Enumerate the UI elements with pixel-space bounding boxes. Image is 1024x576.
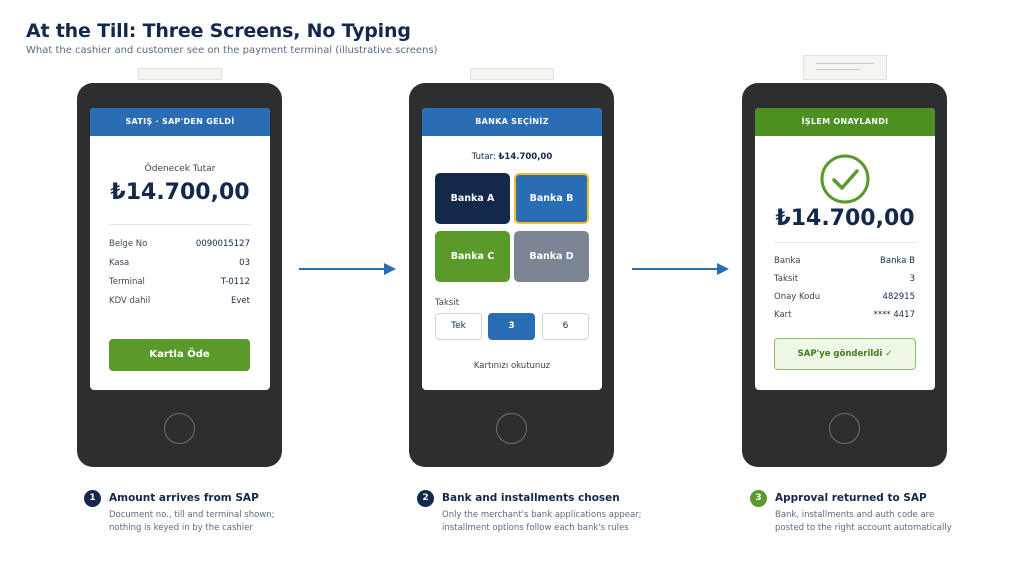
- amount-line: Tutar: ₺14.700,00: [422, 152, 602, 162]
- step-title: Bank and installments chosen: [442, 492, 620, 504]
- detail-row: Onay Kodu 482915: [774, 292, 915, 302]
- row-value: **** 4417: [873, 310, 915, 320]
- installment-option-6[interactable]: 6: [542, 313, 589, 340]
- step-number-badge: 2: [417, 490, 434, 507]
- installment-label: Taksit: [435, 298, 460, 308]
- receipt-paper: [138, 68, 222, 80]
- bank-b-button[interactable]: Banka B: [514, 173, 589, 224]
- terminal-sale: SATIŞ · SAP'DEN GELDİ Ödenecek Tutar ₺14…: [77, 68, 282, 467]
- step-description-line: posted to the right account automaticall…: [775, 523, 952, 533]
- row-value: Banka B: [880, 256, 915, 266]
- divider: [109, 224, 251, 225]
- terminal-bank-select: BANKA SEÇİNİZ Tutar: ₺14.700,00 Banka A …: [409, 68, 614, 467]
- row-label: Kart: [774, 310, 792, 320]
- detail-row: Terminal T-0112: [109, 277, 250, 287]
- amount-label: Tutar:: [471, 152, 499, 162]
- receipt-line: [816, 69, 860, 70]
- step-description-line: installment options follow each bank's r…: [442, 523, 629, 533]
- step-description: Document no., till and terminal shown; n…: [109, 509, 275, 535]
- bank-d-button[interactable]: Banka D: [514, 231, 589, 282]
- row-label: KDV dahil: [109, 296, 151, 306]
- row-value: 482915: [882, 292, 915, 302]
- terminal-approved: İŞLEM ONAYLANDI ₺14.700,00 Banka Banka B…: [742, 55, 947, 467]
- detail-row: Kasa 03: [109, 258, 250, 268]
- detail-row: Kart **** 4417: [774, 310, 915, 320]
- row-value: Evet: [231, 296, 250, 306]
- amount-label: Ödenecek Tutar: [144, 164, 216, 174]
- divider: [774, 242, 916, 243]
- step-number-badge: 1: [84, 490, 101, 507]
- screen-header: İŞLEM ONAYLANDI: [755, 108, 935, 136]
- row-label: Taksit: [774, 274, 799, 284]
- step-title: Approval returned to SAP: [775, 492, 927, 504]
- detail-row: KDV dahil Evet: [109, 296, 250, 306]
- row-value: 03: [239, 258, 250, 268]
- installment-option-3[interactable]: 3: [488, 313, 535, 340]
- row-label: Banka: [774, 256, 801, 266]
- row-label: Terminal: [109, 277, 145, 287]
- screen-sale: SATIŞ · SAP'DEN GELDİ Ödenecek Tutar ₺14…: [90, 108, 270, 390]
- amount-value: ₺14.700,00: [775, 206, 915, 231]
- receipt-paper: [803, 55, 887, 80]
- row-value: 3: [909, 274, 915, 284]
- sent-to-sap-badge: SAP'ye gönderildi ✓: [774, 338, 916, 370]
- step-number-badge: 3: [750, 490, 767, 507]
- bank-a-button[interactable]: Banka A: [435, 173, 510, 224]
- receipt-line: [816, 63, 874, 64]
- page-subtitle: What the cashier and customer see on the…: [26, 45, 438, 56]
- step-description-line: Document no., till and terminal shown;: [109, 510, 275, 520]
- row-label: Belge No: [109, 239, 148, 249]
- row-value: T-0112: [220, 277, 250, 287]
- row-label: Kasa: [109, 258, 130, 268]
- home-button[interactable]: [164, 413, 195, 444]
- step-description-line: Bank, installments and auth code are: [775, 510, 935, 520]
- step-description-line: Only the merchant's bank applications ap…: [442, 510, 642, 520]
- pay-by-card-button[interactable]: Kartla Öde: [109, 339, 250, 371]
- arrow-right-icon: [299, 263, 396, 275]
- home-button[interactable]: [829, 413, 860, 444]
- amount-value: ₺14.700,00: [110, 180, 250, 205]
- bank-c-button[interactable]: Banka C: [435, 231, 510, 282]
- installment-option-tek[interactable]: Tek: [435, 313, 482, 340]
- screen-approved: İŞLEM ONAYLANDI ₺14.700,00 Banka Banka B…: [755, 108, 935, 390]
- step-description: Bank, installments and auth code are pos…: [775, 509, 952, 535]
- arrow-right-icon: [632, 263, 729, 275]
- home-button[interactable]: [496, 413, 527, 444]
- screen-header: SATIŞ · SAP'DEN GELDİ: [90, 108, 270, 136]
- card-prompt: Kartınızı okutunuz: [473, 361, 551, 371]
- row-value: 0090015127: [195, 239, 250, 249]
- page-title: At the Till: Three Screens, No Typing: [26, 20, 411, 42]
- step-title: Amount arrives from SAP: [109, 492, 259, 504]
- detail-row: Banka Banka B: [774, 256, 915, 266]
- screen-bank-select: BANKA SEÇİNİZ Tutar: ₺14.700,00 Banka A …: [422, 108, 602, 390]
- receipt-paper: [470, 68, 554, 80]
- step-description: Only the merchant's bank applications ap…: [442, 509, 642, 535]
- detail-row: Taksit 3: [774, 274, 915, 284]
- screen-header: BANKA SEÇİNİZ: [422, 108, 602, 136]
- check-circle-icon: [820, 154, 870, 204]
- detail-row: Belge No 0090015127: [109, 239, 250, 249]
- row-label: Onay Kodu: [774, 292, 821, 302]
- amount-value: ₺14.700,00: [498, 152, 553, 162]
- step-description-line: nothing is keyed in by the cashier: [109, 523, 253, 533]
